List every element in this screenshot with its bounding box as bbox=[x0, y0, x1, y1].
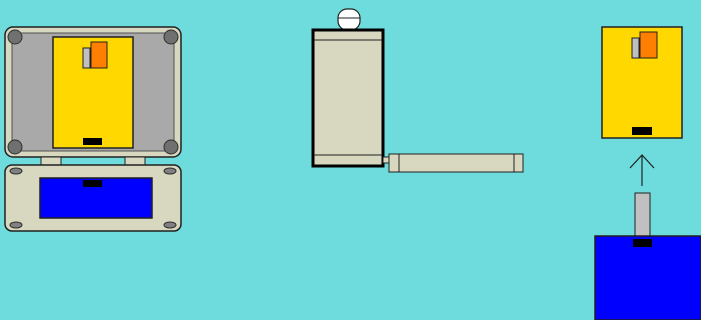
laptop-group bbox=[5, 27, 181, 231]
base-reader-slot bbox=[83, 180, 102, 187]
base-screw-tl bbox=[10, 168, 22, 174]
right-reader-slot bbox=[633, 239, 652, 247]
lid-card-slot bbox=[83, 138, 102, 145]
right-card-slot bbox=[632, 127, 652, 135]
device-cap bbox=[338, 9, 360, 30]
reader-device-group bbox=[313, 9, 523, 172]
hinge-right bbox=[125, 157, 145, 165]
right-card-chip-orange bbox=[640, 32, 657, 58]
lid-screw-tr bbox=[164, 30, 178, 44]
card-insert-group bbox=[595, 27, 701, 320]
base-screw-br bbox=[164, 222, 176, 228]
right-stick bbox=[635, 193, 650, 240]
base-screw-tr bbox=[164, 168, 176, 174]
lid-screw-bl bbox=[8, 140, 22, 154]
lid-card-chip-gray bbox=[83, 48, 90, 68]
device-stick bbox=[389, 154, 523, 172]
lid-card-chip-orange bbox=[91, 42, 107, 68]
device-body bbox=[313, 30, 383, 166]
right-card-chip-gray bbox=[632, 38, 639, 58]
lid-screw-tl bbox=[8, 30, 22, 44]
base-screw-bl bbox=[10, 222, 22, 228]
right-blue-reader bbox=[595, 236, 701, 320]
lid-screw-br bbox=[164, 140, 178, 154]
hinge-left bbox=[41, 157, 61, 165]
